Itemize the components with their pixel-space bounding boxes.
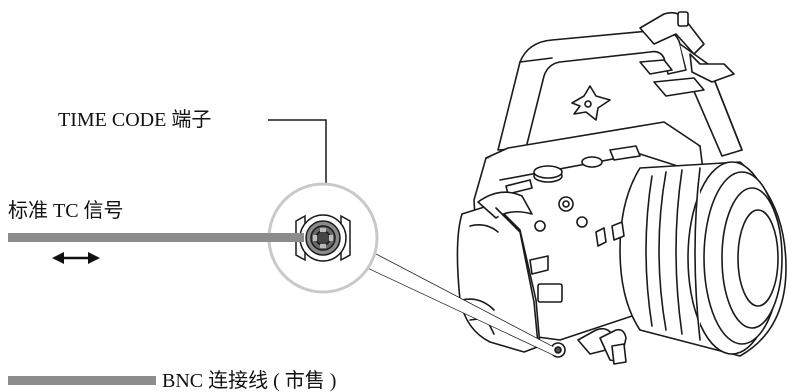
timecode-leader-line (268, 119, 327, 197)
double-headed-arrow-icon (52, 252, 100, 264)
camera-lens (611, 161, 787, 357)
standard-tc-signal-label: 标准 TC 信号 (8, 200, 124, 222)
magnified-connector-callout (267, 182, 379, 294)
bnc-cable-label: BNC 连接线 ( 市售 ) (162, 370, 337, 392)
bnc-connector-icon (295, 214, 351, 262)
timecode-signal-cable (8, 233, 304, 242)
bnc-cable-bar (8, 376, 156, 385)
timecode-terminal-label: TIME CODE 端子 (58, 109, 212, 131)
camera-illustration (456, 11, 787, 365)
top-handle (497, 11, 743, 157)
camera-connector-area (550, 327, 627, 365)
magnifier-link-fill (360, 246, 556, 356)
